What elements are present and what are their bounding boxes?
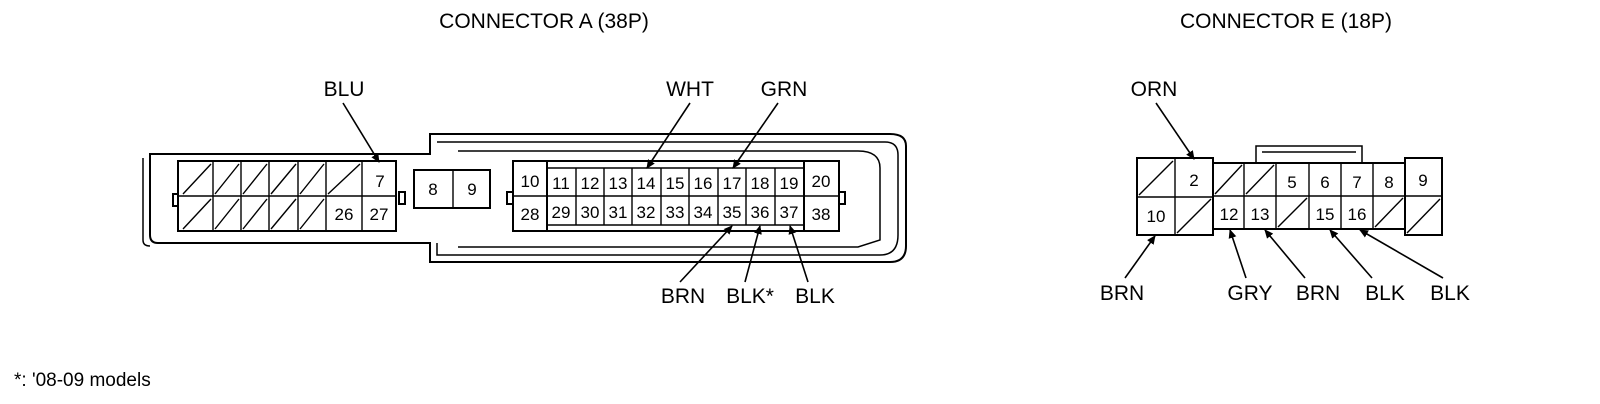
pin-a-16: 16 <box>694 174 713 193</box>
pin-e-6: 6 <box>1320 173 1329 192</box>
pin-a-26: 26 <box>335 205 354 224</box>
pin-e-2: 2 <box>1189 171 1198 190</box>
pin-e-7: 7 <box>1352 173 1361 192</box>
wire-label-blk-e-1: BLK <box>1365 282 1405 305</box>
pin-e-12: 12 <box>1220 205 1239 224</box>
wire-label-grn: GRN <box>761 78 808 101</box>
pin-a-9: 9 <box>467 180 476 199</box>
wire-label-orn: ORN <box>1131 78 1178 101</box>
pin-e-5: 5 <box>1287 173 1296 192</box>
pin-a-18: 18 <box>751 174 770 193</box>
wire-label-brn-e: BRN <box>1296 282 1340 305</box>
pin-a-20: 20 <box>812 172 831 191</box>
pin-a-35: 35 <box>723 203 742 222</box>
pin-a-32: 32 <box>637 203 656 222</box>
pin-a-37: 37 <box>780 203 799 222</box>
wire-label-brn-a: BRN <box>661 285 705 308</box>
pin-a-17: 17 <box>723 174 742 193</box>
footnote: *: '08-09 models <box>14 370 151 391</box>
pin-e-16: 16 <box>1348 205 1367 224</box>
pin-a-7: 7 <box>375 172 384 191</box>
pin-a-10: 10 <box>521 172 540 191</box>
pin-e-9: 9 <box>1418 171 1427 190</box>
pin-a-33: 33 <box>666 203 685 222</box>
pin-a-15: 15 <box>666 174 685 193</box>
pin-a-31: 31 <box>609 203 628 222</box>
wire-label-blk-e-2: BLK <box>1430 282 1470 305</box>
pin-e-10: 10 <box>1147 207 1166 226</box>
pin-a-29: 29 <box>552 203 571 222</box>
pin-a-19: 19 <box>780 174 799 193</box>
connector-e-title: CONNECTOR E (18P) <box>1180 10 1392 33</box>
wire-label-blu: BLU <box>324 78 365 101</box>
pin-a-36: 36 <box>751 203 770 222</box>
connector-e-body <box>1136 145 1443 236</box>
pin-a-12: 12 <box>581 174 600 193</box>
wire-label-gry: GRY <box>1227 282 1272 305</box>
pin-a-11: 11 <box>552 174 570 193</box>
pin-a-28: 28 <box>521 205 540 224</box>
pin-e-15: 15 <box>1316 205 1335 224</box>
wire-label-blk-star: BLK* <box>726 285 774 308</box>
connector-e-leader-arrows <box>1124 102 1444 279</box>
connector-a-title: CONNECTOR A (38P) <box>439 10 649 33</box>
pin-a-13: 13 <box>609 174 628 193</box>
pin-e-13: 13 <box>1251 205 1270 224</box>
pin-a-34: 34 <box>694 203 713 222</box>
connector-a-right-block <box>512 160 840 232</box>
wire-label-blk-a: BLK <box>795 285 835 308</box>
wire-label-wht: WHT <box>666 78 714 101</box>
pin-e-8: 8 <box>1384 173 1393 192</box>
pin-a-27: 27 <box>370 205 389 224</box>
connector-a-middle-block <box>413 169 491 209</box>
pin-a-30: 30 <box>581 203 600 222</box>
connector-a-leader-arrows <box>342 102 809 283</box>
wire-label-brn-e-left: BRN <box>1100 282 1144 305</box>
pin-a-8: 8 <box>428 180 437 199</box>
pin-a-38: 38 <box>812 205 831 224</box>
pin-a-14: 14 <box>637 174 656 193</box>
connector-a-left-block <box>177 160 397 232</box>
connector-a-housing <box>142 133 907 263</box>
